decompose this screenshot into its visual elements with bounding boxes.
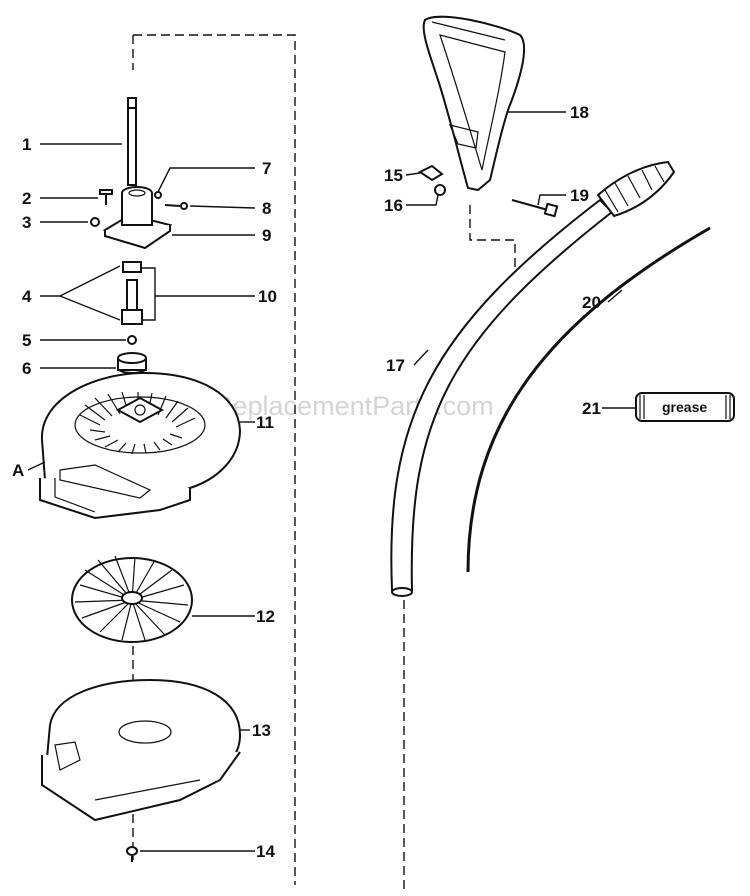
callout-2: 2 [22, 189, 31, 208]
part-washer-7 [154, 191, 162, 199]
callout-12: 12 [256, 607, 275, 626]
part-nut-3 [90, 217, 100, 227]
part-spindle-assembly [121, 261, 143, 325]
callout-9: 9 [262, 226, 271, 245]
callout-11: 11 [256, 413, 274, 432]
callout-6: 6 [22, 359, 31, 378]
callout-3: 3 [22, 213, 31, 232]
part-impeller-fan [71, 555, 193, 643]
part-washer-5 [127, 335, 137, 345]
callout-19: 19 [570, 186, 589, 205]
callout-14: 14 [256, 842, 275, 861]
callout-18: 18 [570, 103, 589, 122]
part-screw-2 [99, 189, 113, 205]
part-screw-8 [164, 202, 188, 210]
part-wing-nut [418, 164, 444, 182]
part-screw-14 [126, 846, 138, 862]
callout-1: 1 [22, 135, 31, 154]
callout-7: 7 [262, 159, 271, 178]
watermark: eReplacementParts.com [198, 391, 494, 421]
part-flange-housing [102, 186, 173, 250]
part-grease-tube: grease [635, 392, 735, 422]
callout-A: A [12, 461, 24, 480]
part-lower-housing [41, 678, 242, 822]
part-drive-cable [466, 226, 711, 573]
callout-15: 15 [384, 166, 403, 185]
callout-20: 20 [582, 293, 601, 312]
callout-4: 4 [22, 287, 32, 306]
leader-lines [27, 111, 636, 852]
part-washer-16 [434, 184, 446, 196]
grease-label: grease [662, 399, 707, 415]
part-bushing [117, 352, 147, 374]
callout-5: 5 [22, 331, 31, 350]
shaft-dash-line [403, 205, 516, 890]
callout-10: 10 [258, 287, 277, 306]
callout-13: 13 [252, 721, 271, 740]
part-upper-housing [39, 371, 242, 520]
callout-8: 8 [262, 199, 271, 218]
callout-17: 17 [386, 356, 405, 375]
part-bolt-19 [511, 199, 559, 218]
callout-16: 16 [384, 196, 403, 215]
part-d-handle [422, 15, 526, 192]
callout-21: 21 [582, 399, 601, 418]
part-drive-tube [390, 160, 676, 597]
part-bolt-long [127, 97, 137, 186]
